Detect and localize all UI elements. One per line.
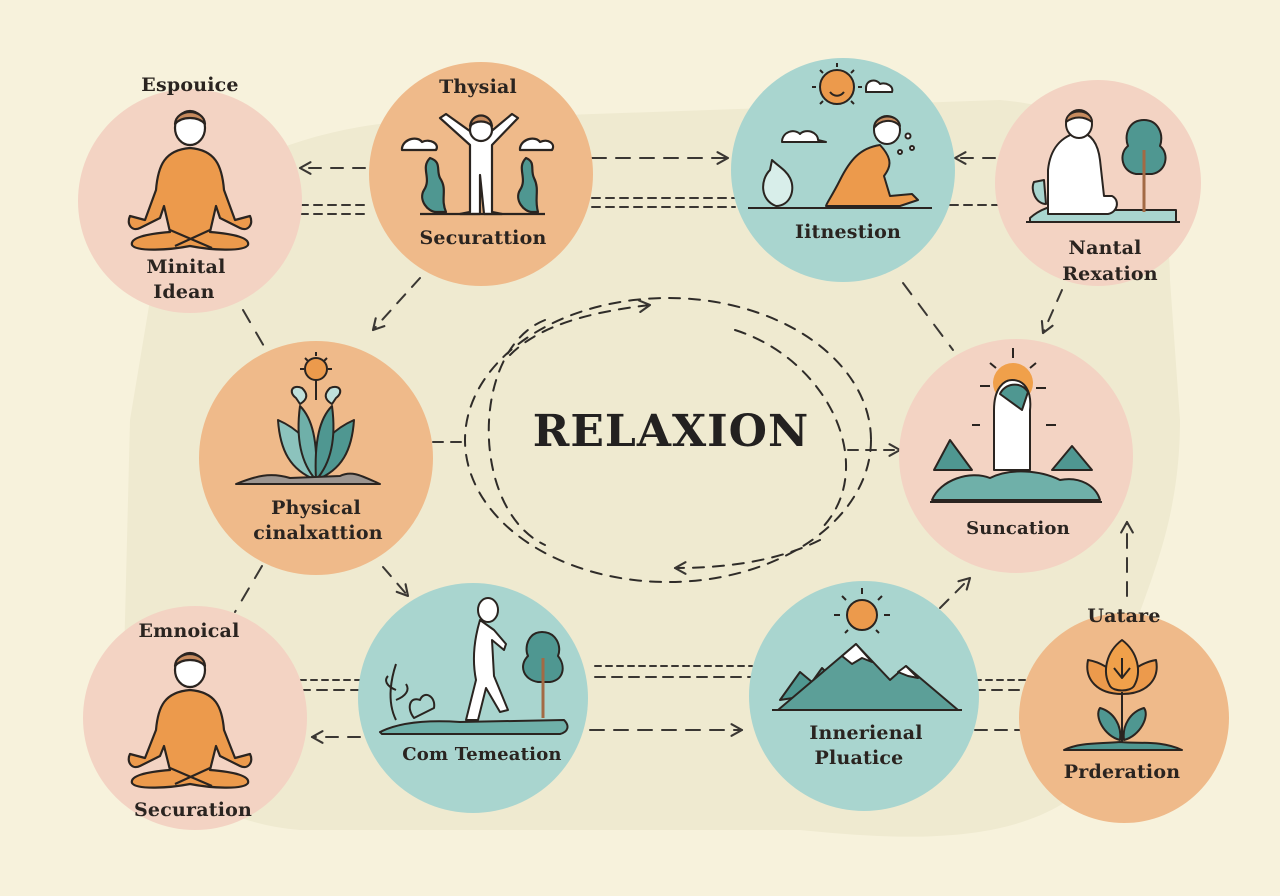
node-n4[interactable] bbox=[995, 80, 1201, 286]
center-title: RELAXION bbox=[532, 406, 810, 457]
connector-n5-n8 bbox=[382, 566, 410, 598]
node-n2-top-label: Thysial bbox=[439, 76, 517, 98]
cycle-arc-inner-right bbox=[734, 329, 847, 531]
rock-landscape-icon bbox=[930, 348, 1102, 503]
node-n8-bottom-label: Com Temeation bbox=[402, 744, 562, 765]
node-n5[interactable] bbox=[199, 341, 433, 575]
cycle-dashed-arrows-icon bbox=[464, 297, 872, 583]
node-n7-top-label: Emnoical bbox=[138, 620, 240, 642]
node-n7[interactable] bbox=[83, 606, 307, 830]
cycle-arc-inner-left bbox=[487, 319, 546, 546]
node-n9-bottom-label-1: Innerienal bbox=[809, 722, 923, 744]
node-n1-bottom-label-2: Idean bbox=[153, 281, 215, 303]
connector-n9-n6 bbox=[939, 576, 972, 609]
node-n1-bottom-label-1: Minital bbox=[146, 256, 226, 278]
person-arms-raised-icon bbox=[400, 112, 555, 216]
node-n9[interactable] bbox=[749, 581, 979, 811]
node-circle bbox=[1019, 613, 1229, 823]
node-n3-bottom-label: Iitnestion bbox=[795, 221, 901, 243]
sitting-person-sun-icon bbox=[748, 63, 932, 209]
node-n8[interactable] bbox=[358, 583, 588, 813]
connector-n1-n5 bbox=[242, 309, 266, 349]
node-n2-bottom-label: Securattion bbox=[419, 227, 547, 249]
person-with-tree-icon bbox=[1026, 109, 1180, 223]
node-n5-bottom-label-1: Physical bbox=[271, 497, 361, 519]
node-n4-bottom-label-2: Rexation bbox=[1062, 263, 1158, 285]
connector-n3-n6 bbox=[902, 282, 954, 351]
connector-n2-n5 bbox=[371, 277, 421, 332]
walking-person-icon bbox=[379, 597, 569, 735]
node-n1[interactable] bbox=[78, 89, 302, 313]
node-n5-bottom-label-2: cinalxattion bbox=[253, 522, 383, 544]
plant-sun-icon bbox=[235, 352, 381, 485]
node-n7-bottom-label: Securation bbox=[134, 799, 252, 821]
meditating-person-icon bbox=[127, 109, 253, 251]
cycle-arc-inner-bottom bbox=[673, 539, 821, 575]
node-n9-bottom-label-2: Pluatice bbox=[814, 747, 904, 769]
connector-n5-n7 bbox=[234, 565, 263, 613]
node-circle bbox=[731, 58, 955, 282]
node-n10-top-label: Uatare bbox=[1087, 605, 1161, 627]
node-n4-bottom-label-1: Nantal bbox=[1068, 237, 1142, 259]
mountain-sun-icon bbox=[772, 588, 962, 711]
node-n2[interactable] bbox=[369, 62, 593, 286]
node-n1-top-label: Espouice bbox=[141, 74, 239, 96]
connectors bbox=[234, 151, 1134, 744]
node-n3[interactable] bbox=[731, 58, 955, 282]
cycle-ellipse-outer bbox=[464, 297, 872, 583]
node-n10[interactable] bbox=[1019, 613, 1229, 823]
meditating-person-icon bbox=[127, 651, 253, 789]
connector-n4-n6 bbox=[1040, 289, 1063, 335]
lotus-flower-icon bbox=[1063, 639, 1183, 751]
cycle-arc-inner-top bbox=[509, 299, 652, 356]
node-n10-bottom-label: Prderation bbox=[1063, 761, 1181, 783]
node-n6[interactable] bbox=[899, 339, 1133, 573]
node-n6-bottom-label: Suncation bbox=[966, 518, 1070, 539]
